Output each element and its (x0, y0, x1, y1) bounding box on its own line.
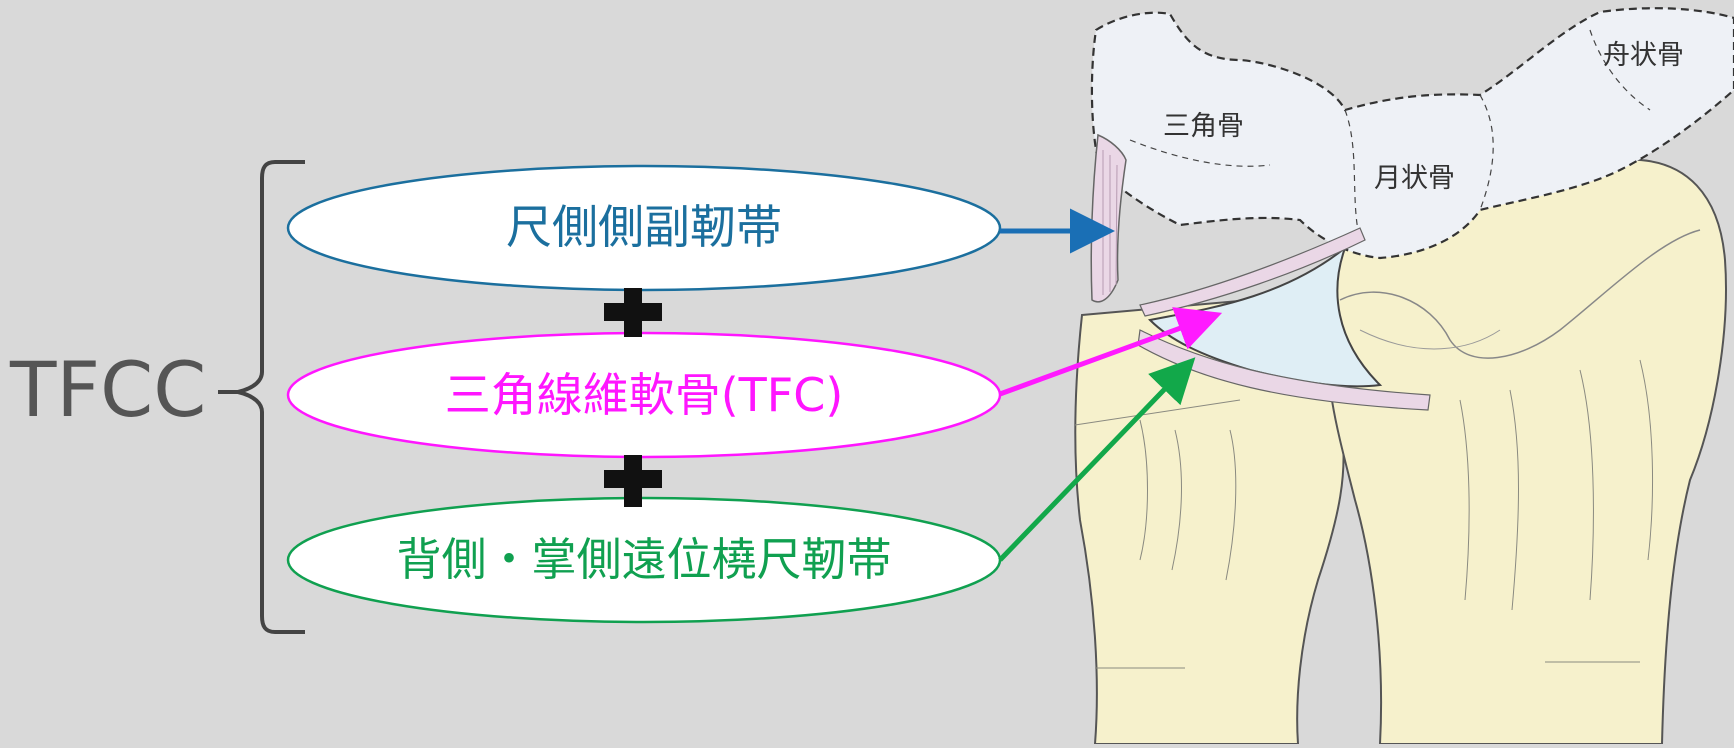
wrist-illustration (1074, 0, 1734, 745)
plus-icon-2 (604, 455, 662, 507)
carpal-bones (1090, 7, 1734, 260)
plus-icon-1 (604, 288, 662, 337)
tfc-label: 三角線維軟骨(TFC) (444, 368, 844, 422)
arrow-tfc (999, 307, 1223, 397)
tfcc-label: TFCC (10, 345, 207, 434)
radioulnar-ligament-label: 背側・掌側遠位橈尺靭帯 (396, 533, 892, 586)
lunate-label: 月状骨 (1374, 163, 1455, 194)
radioulnar-ligament (1139, 227, 1366, 317)
arrow-rul (998, 357, 1196, 562)
ulnar-collateral-ligament-label: 尺側側副靭帯 (506, 200, 782, 254)
tfc-ellipse (286, 331, 1002, 459)
scaphoid-label: 舟状骨 (1603, 40, 1684, 71)
tfc-disc (1147, 245, 1383, 388)
ucl-ellipse (286, 164, 1002, 292)
triquetrum-label: 三角骨 (1163, 111, 1244, 142)
